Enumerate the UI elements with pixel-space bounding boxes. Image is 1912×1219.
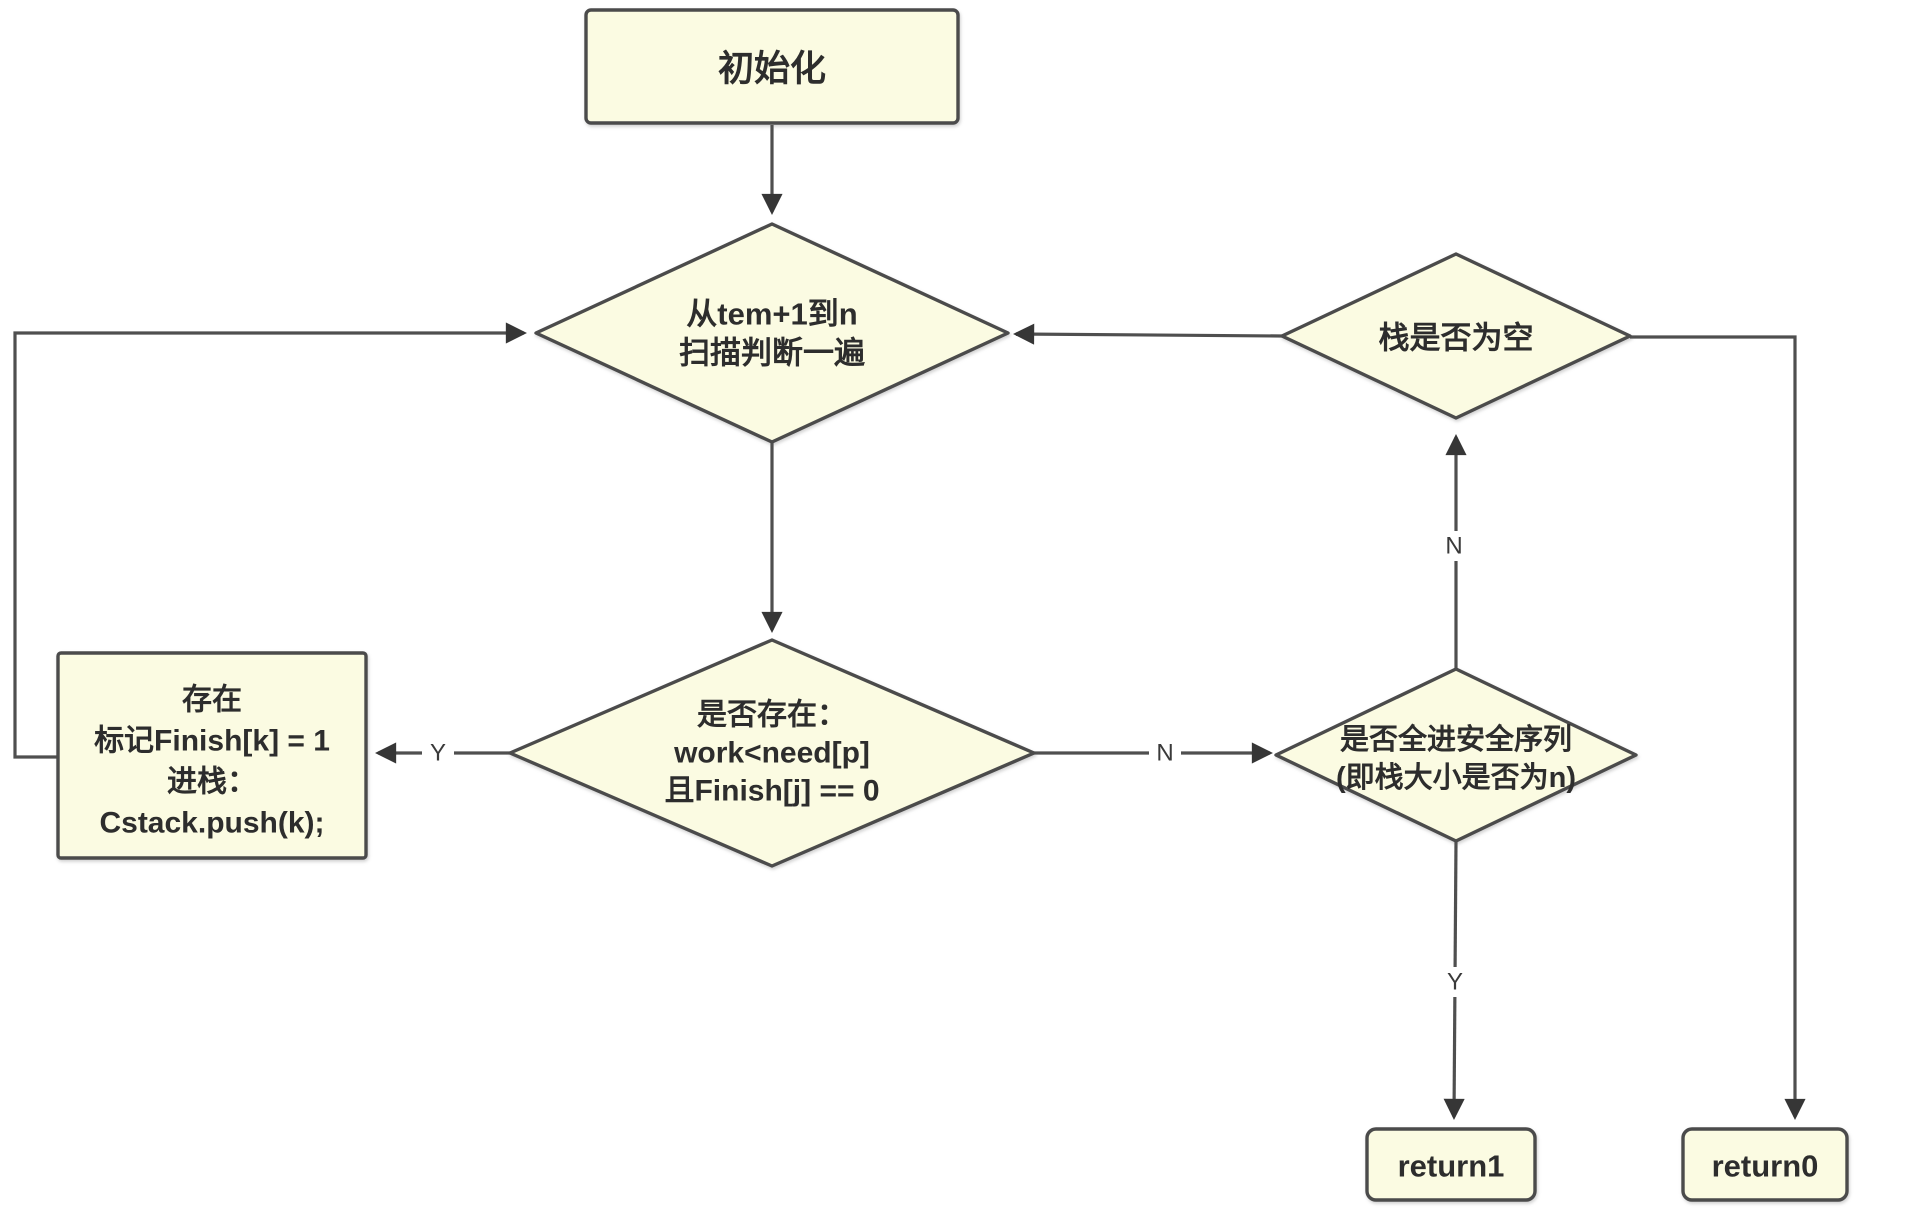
edge-stack-empty-to-scan: [1013, 323, 1283, 345]
edge-label-bg: [422, 738, 454, 768]
edge-label-bg: [1439, 967, 1471, 997]
edge-label-safe-seq-yes: Y: [1447, 969, 1463, 996]
node-text-layer: 初始化 从tem+1到n 扫描判断一遍 栈是否为空 是否存在： work<nee…: [94, 48, 1818, 1184]
return0-box: [1681, 1127, 1849, 1202]
edge-label-exist-check-no: N: [1156, 740, 1173, 767]
return0-box-label: return0: [1712, 1149, 1819, 1184]
scan-diamond: [534, 222, 1010, 444]
exist-check-label-line1: 是否存在：: [697, 699, 847, 732]
edge-label-exist-check-yes: Y: [430, 740, 446, 767]
exist-action-label-line4: Cstack.push(k);: [99, 807, 324, 840]
exist-action-label-line3: 进栈：: [167, 766, 257, 799]
exist-action-label-line1: 存在: [182, 684, 242, 717]
return1-box-label: return1: [1398, 1149, 1505, 1184]
exist-action-label-line2: 标记Finish[k] = 1: [94, 725, 330, 758]
safe-seq-label-line2: (即栈大小是否为n): [1336, 761, 1576, 794]
edge-layer: [13, 125, 1806, 1120]
edge-exist-action-loop-to-scan: [13, 322, 527, 759]
edge-label-bg: [1149, 738, 1181, 768]
edge-label-safe-seq-no: N: [1445, 533, 1462, 560]
scan-diamond-label-line1: 从tem+1到n: [686, 297, 857, 332]
init-node: [584, 8, 960, 125]
scan-diamond-label-line2: 扫描判断一遍: [679, 336, 865, 371]
stack-empty-diamond: [1280, 252, 1632, 420]
edge-label-layer: N Y N Y: [422, 531, 1471, 997]
safe-seq-label-line1: 是否全进安全序列: [1340, 722, 1572, 756]
exist-check-diamond: [508, 638, 1036, 868]
edge-label-bg: [1438, 531, 1470, 561]
edge-stack-empty-to-return0: [1630, 335, 1806, 1120]
node-layer: [56, 8, 1849, 1202]
return1-box: [1365, 1127, 1537, 1202]
init-node-label: 初始化: [718, 48, 826, 89]
stack-empty-diamond-label: 栈是否为空: [1379, 321, 1534, 356]
exist-action-box: [56, 651, 368, 860]
exist-check-label-line3: 且Finish[j] == 0: [664, 775, 879, 808]
exist-check-label-line2: work<need[p]: [673, 737, 870, 770]
safe-seq-diamond: [1274, 667, 1638, 843]
